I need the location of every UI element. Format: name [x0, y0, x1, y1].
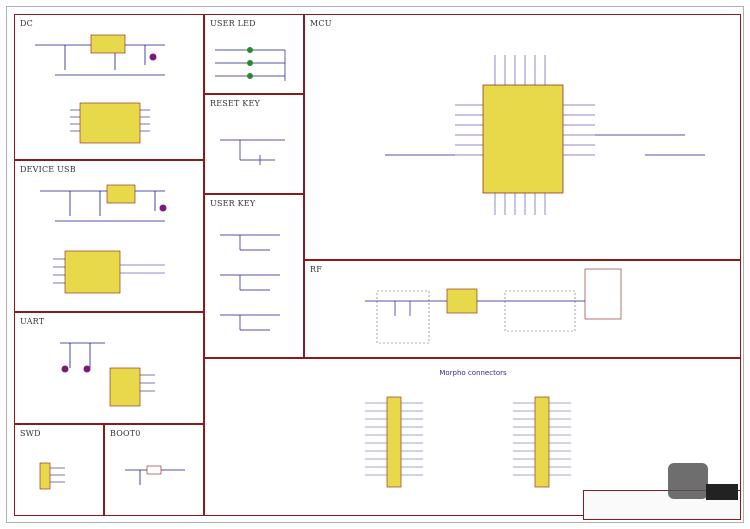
- user-key-circuit: [220, 234, 280, 331]
- watermark-logo-box: [706, 484, 738, 500]
- panel-dc: DC: [14, 14, 204, 160]
- panel-rf: RF: [304, 260, 741, 358]
- panel-device-usb: DEVICE USB: [14, 160, 204, 312]
- panel-uart: UART: [14, 312, 204, 424]
- uart-circuit: [60, 342, 155, 407]
- panel-title-uart: UART: [20, 317, 45, 326]
- panel-swd: SWD: [14, 424, 104, 516]
- panel-title-mcu: MCU: [310, 19, 332, 28]
- panel-title-rf: RF: [310, 265, 322, 274]
- boot0-circuit: [125, 465, 185, 485]
- user-led-circuit: [215, 47, 286, 81]
- dc-circuit: [35, 34, 165, 144]
- panel-title-user-led: USER LED: [210, 19, 256, 28]
- panel-reset-key: RESET KEY: [204, 94, 304, 194]
- reset-key-circuit: [220, 139, 285, 165]
- swd-circuit: [39, 462, 65, 490]
- panel-title-swd: SWD: [20, 429, 41, 438]
- rf-circuit: [365, 268, 622, 344]
- panel-title-boot0: BOOT0: [110, 429, 141, 438]
- panel-title-dc: DC: [20, 19, 33, 28]
- device-usb-circuit: [40, 184, 167, 294]
- panel-mcu: MCU: [304, 14, 741, 260]
- mcu-circuit: [385, 55, 705, 215]
- drawing-frame: [6, 6, 744, 523]
- panel-user-key: USER KEY: [204, 194, 304, 358]
- panel-title-reset-key: RESET KEY: [210, 99, 260, 108]
- panel-title-device-usb: DEVICE USB: [20, 165, 76, 174]
- morpho-circuit: Morpho connectors: [365, 369, 571, 488]
- panel-title-user-key: USER KEY: [210, 199, 256, 208]
- panel-morpho: Morpho connectors: [204, 358, 741, 516]
- panel-user-led: USER LED: [204, 14, 304, 94]
- morpho-title: Morpho connectors: [439, 369, 507, 377]
- panel-boot0: BOOT0: [104, 424, 204, 516]
- watermark-logo-icon: [668, 463, 708, 499]
